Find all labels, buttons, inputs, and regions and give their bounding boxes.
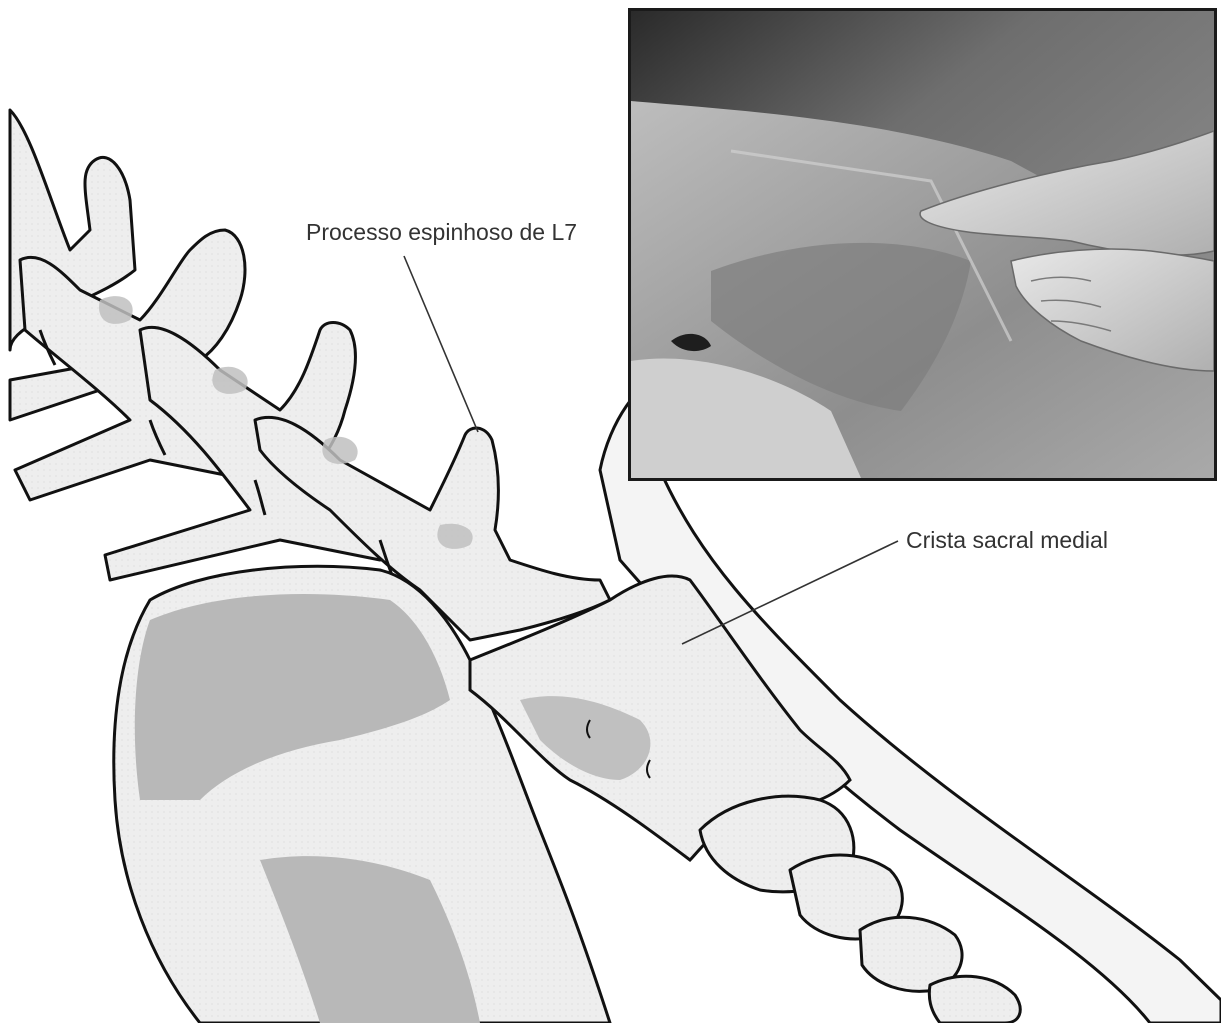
caudal-vertebra-4 [929,976,1020,1023]
label-l7-spinous-process: Processo espinhoso de L7 [306,219,577,245]
l7-leader-line [404,256,478,432]
inset-photo-content [631,11,1214,478]
lumbar-vertebrae [10,110,610,640]
inset-photo [628,8,1217,481]
label-medial-sacral-crest: Crista sacral medial [906,527,1108,553]
